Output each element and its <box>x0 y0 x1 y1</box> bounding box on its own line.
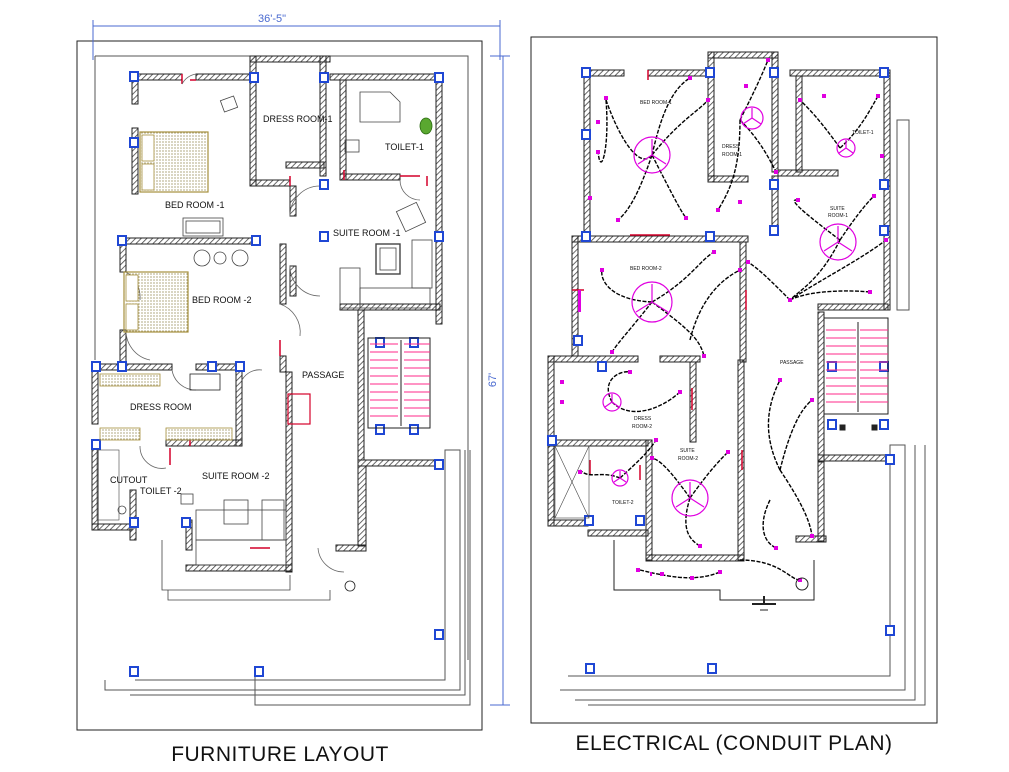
electrical-conduit-plan: BED ROOM-1 DRESS ROOM-1 TOILET-1 SUITE R… <box>530 36 938 755</box>
elec-cutout-hatch <box>554 445 590 519</box>
elec-label-suite-room-1a: SUITE <box>830 206 845 212</box>
electrical-points <box>560 58 888 582</box>
height-dimension <box>490 55 510 706</box>
label-dress-room: DRESS ROOM <box>130 402 192 412</box>
label-suite-room-1: SUITE ROOM -1 <box>333 228 401 238</box>
furniture-layout-plan: 36'-5" 67' <box>76 13 510 766</box>
furniture <box>96 91 433 601</box>
elec-label-suite-room-1b: ROOM-1 <box>828 213 848 219</box>
label-passage: PASSAGE <box>302 370 344 380</box>
elec-misc <box>613 424 878 611</box>
elec-label-suite-room-2a: SUITE <box>680 448 695 454</box>
fan-suite-room-2 <box>671 479 709 517</box>
label-bed-room-2: BED ROOM -2 <box>192 295 252 305</box>
conduit-runs <box>579 59 887 581</box>
fan-suite-room-1 <box>819 223 857 261</box>
label-cutout: CUTOUT <box>110 475 148 485</box>
structural-columns <box>91 71 444 677</box>
elec-label-toilet-2: TOILET-2 <box>612 500 634 506</box>
height-dimension-label: 67' <box>487 373 499 387</box>
elec-label-bed-room-1: BED ROOM-1 <box>640 100 672 106</box>
elec-label-dress-room-2a: DRESS <box>634 416 652 422</box>
fan-toilet-1 <box>836 138 856 158</box>
elec-label-suite-room-2b: ROOM-2 <box>678 456 698 462</box>
elec-label-dress-room-2b: ROOM-2 <box>632 424 652 430</box>
label-toilet-1: TOILET-1 <box>385 142 424 152</box>
door-swings <box>125 73 421 573</box>
furniture-sheet-frame <box>76 40 483 731</box>
electrical-sheet-frame <box>530 36 938 724</box>
furniture-layout-title: FURNITURE LAYOUT <box>171 743 389 766</box>
label-dress-room-1: DRESS ROOM-1 <box>263 114 333 124</box>
staircase <box>367 337 431 429</box>
plot-boundary <box>94 55 471 706</box>
width-dimension <box>92 20 501 60</box>
elec-label-dress-room-1b: ROOM-1 <box>722 152 742 158</box>
elec-doors <box>572 70 747 480</box>
elec-label-bed-room-2: BED ROOM-2 <box>630 266 662 272</box>
elec-plot-boundary <box>560 119 926 706</box>
width-dimension-label: 36'-5" <box>258 13 286 25</box>
fan-dress-room-1 <box>740 106 764 130</box>
label-bed-room-1: BED ROOM -1 <box>165 200 225 210</box>
fan-dress-room-2 <box>602 392 622 412</box>
fan-toilet-2 <box>611 469 629 487</box>
elec-structural-columns <box>547 67 895 674</box>
doors <box>169 74 428 549</box>
ceiling-fans <box>602 106 857 517</box>
elec-staircase <box>823 317 889 415</box>
label-suite-room-2: SUITE ROOM -2 <box>202 471 270 481</box>
elec-walls <box>547 51 891 562</box>
elec-label-toilet-1: TOILET-1 <box>852 130 874 136</box>
elec-label-passage: PASSAGE <box>780 360 804 366</box>
fan-bed-room-1 <box>633 136 671 174</box>
electrical-plan-title: ELECTRICAL (CONDUIT PLAN) <box>575 732 892 755</box>
label-toilet-2: TOILET -2 <box>140 486 182 496</box>
fan-bed-room-2 <box>631 281 673 323</box>
elec-label-dress-room-1a: DRESS <box>722 144 740 150</box>
